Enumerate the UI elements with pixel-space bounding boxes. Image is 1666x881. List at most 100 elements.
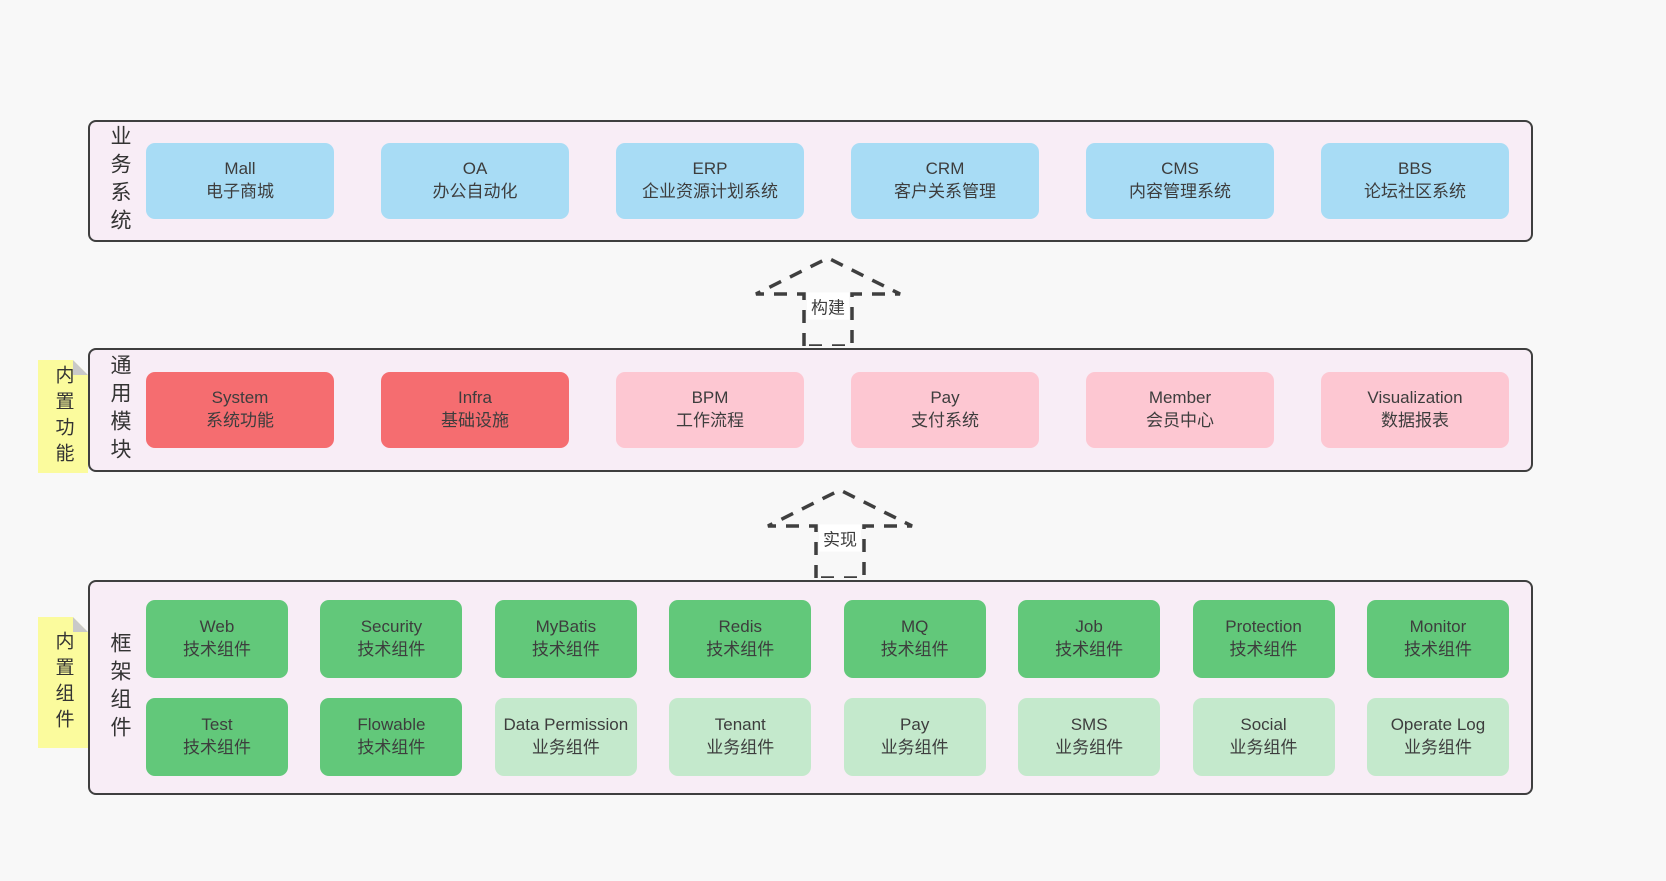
box-subtitle: 业务组件 xyxy=(880,737,949,757)
box-infra: Infra 基础设施 xyxy=(381,372,569,448)
box-subtitle: 技术组件 xyxy=(1229,639,1298,659)
box-title: Infra xyxy=(457,388,493,408)
box-title: Flowable xyxy=(357,714,426,734)
box-subtitle: 技术组件 xyxy=(880,639,949,659)
box-title: Social xyxy=(1240,714,1287,734)
panel-label-business-systems: 业务系统 xyxy=(108,125,131,237)
panel-label-common-modules: 通用模块 xyxy=(108,354,131,466)
box-subtitle: 业务组件 xyxy=(1229,737,1298,757)
panel-rows: System 系统功能 Infra 基础设施 BPM 工作流程 Pay 支付系统 Member 会… xyxy=(146,350,1509,470)
panel-business-systems: 业务系统 Mall 电子商城 OA 办公自动化 ERP 企业资源计划系统 CRM 客户关系管理… xyxy=(88,120,1533,242)
implement-arrow: 实现 xyxy=(760,486,920,578)
box-title: Tenant xyxy=(714,714,766,734)
box-title: Security xyxy=(360,616,423,636)
box-mybatis: MyBatis 技术组件 xyxy=(494,599,637,678)
box-subtitle: 业务组件 xyxy=(531,737,600,757)
box-title: Pay xyxy=(930,388,960,408)
box-bpm: BPM 工作流程 xyxy=(616,372,804,448)
box-oa: OA 办公自动化 xyxy=(381,143,569,219)
box-title: OA xyxy=(462,159,488,179)
box-title: Mall xyxy=(224,159,256,179)
box-title: System xyxy=(211,388,269,408)
box-subtitle: 技术组件 xyxy=(183,639,251,659)
box-subtitle: 客户关系管理 xyxy=(894,182,996,201)
box-title: Member xyxy=(1148,388,1212,408)
build-arrow: 构建 xyxy=(748,254,908,346)
folded-corner-icon xyxy=(73,360,88,375)
box-title: Redis xyxy=(718,616,762,636)
box-data-permission: Data Permission 业务组件 xyxy=(494,697,637,776)
box-bbs: BBS 论坛社区系统 xyxy=(1321,143,1509,219)
box-flowable: Flowable 技术组件 xyxy=(320,697,463,776)
box-title: Job xyxy=(1075,616,1103,636)
dashed-up-arrow-icon xyxy=(767,488,913,578)
box-title: Test xyxy=(201,714,233,734)
box-social: Social 业务组件 xyxy=(1192,697,1335,776)
box-subtitle: 内容管理系统 xyxy=(1129,182,1231,201)
box-subtitle: 基础设施 xyxy=(441,411,509,430)
box-subtitle: 论坛社区系统 xyxy=(1364,182,1466,201)
box-subtitle: 系统功能 xyxy=(206,411,274,430)
box-title: CMS xyxy=(1161,159,1199,179)
box-erp: ERP 企业资源计划系统 xyxy=(616,143,804,219)
sticky-built-in-components: 内置组件 xyxy=(38,617,88,748)
box-tenant: Tenant 业务组件 xyxy=(669,697,812,776)
implement-arrow-label: 实现 xyxy=(819,524,861,552)
box-title: Protection xyxy=(1225,616,1302,636)
sticky-label: 内置组件 xyxy=(52,630,74,735)
box-title: ERP xyxy=(692,159,728,179)
box-pay: Pay 业务组件 xyxy=(843,697,986,776)
box-protection: Protection 技术组件 xyxy=(1192,599,1335,678)
box-title: BBS xyxy=(1397,159,1433,179)
box-subtitle: 技术组件 xyxy=(531,639,600,659)
box-subtitle: 技术组件 xyxy=(357,737,426,757)
box-system: System 系统功能 xyxy=(146,372,334,448)
sticky-built-in-features: 内置功能 xyxy=(38,360,88,473)
box-web: Web 技术组件 xyxy=(146,599,288,678)
box-test: Test 技术组件 xyxy=(146,697,288,776)
dashed-up-arrow-icon xyxy=(755,256,901,346)
box-mall: Mall 电子商城 xyxy=(146,143,334,219)
box-subtitle: 业务组件 xyxy=(1403,737,1472,757)
box-member: Member 会员中心 xyxy=(1086,372,1274,448)
box-redis: Redis 技术组件 xyxy=(669,599,812,678)
box-title: Data Permission xyxy=(503,714,629,734)
box-subtitle: 企业资源计划系统 xyxy=(642,182,778,201)
box-subtitle: 电子商城 xyxy=(206,182,274,201)
box-subtitle: 工作流程 xyxy=(676,411,744,430)
box-job: Job 技术组件 xyxy=(1018,599,1161,678)
build-arrow-label: 构建 xyxy=(807,292,849,320)
box-cms: CMS 内容管理系统 xyxy=(1086,143,1274,219)
box-subtitle: 技术组件 xyxy=(1403,639,1472,659)
box-row: Mall 电子商城 OA 办公自动化 ERP 企业资源计划系统 CRM 客户关系管理 CMS 内容… xyxy=(146,143,1509,219)
box-subtitle: 会员中心 xyxy=(1146,411,1214,430)
box-title: CRM xyxy=(925,159,965,179)
box-subtitle: 支付系统 xyxy=(911,411,979,430)
box-title: Pay xyxy=(900,714,930,734)
box-title: MQ xyxy=(900,616,929,636)
folded-corner-icon xyxy=(73,617,88,632)
panel-label-framework-components: 框架组件 xyxy=(108,631,131,744)
box-title: Web xyxy=(199,616,235,636)
box-subtitle: 技术组件 xyxy=(706,639,775,659)
box-subtitle: 技术组件 xyxy=(183,737,251,757)
box-subtitle: 业务组件 xyxy=(706,737,775,757)
box-title: Operate Log xyxy=(1390,714,1486,734)
sticky-label: 内置功能 xyxy=(52,364,74,469)
box-title: Monitor xyxy=(1409,616,1467,636)
box-subtitle: 办公自动化 xyxy=(432,182,518,201)
box-crm: CRM 客户关系管理 xyxy=(851,143,1039,219)
box-title: Visualization xyxy=(1367,388,1463,408)
box-title: BPM xyxy=(691,388,729,408)
box-mq: MQ 技术组件 xyxy=(843,599,986,678)
box-title: MyBatis xyxy=(535,616,597,636)
box-subtitle: 技术组件 xyxy=(1055,639,1124,659)
